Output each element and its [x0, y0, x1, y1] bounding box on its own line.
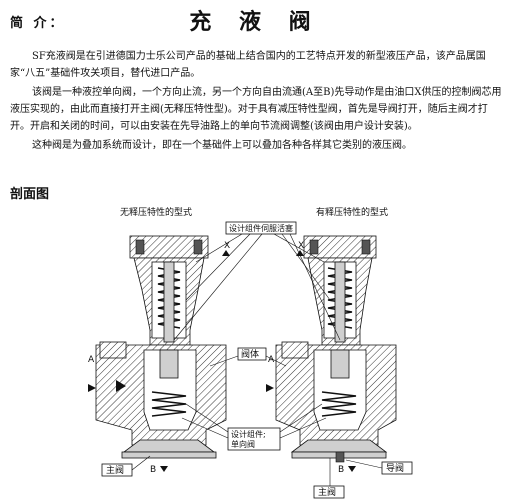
left-poppet-seat — [121, 451, 217, 459]
right-pilot-rod — [334, 261, 346, 343]
body-leader-left — [209, 355, 239, 367]
check-leader-4 — [279, 417, 327, 439]
right-valve-section — [275, 235, 397, 463]
valve-body-label-box — [237, 347, 267, 361]
right-type-title: 有释压特性的型式 — [316, 206, 388, 218]
right-check-guide — [330, 349, 350, 379]
body-leader-right — [265, 355, 287, 367]
paragraph-3: 这种阀是为叠加系统而设计，即在一个基础件上可以叠加各种各样其它类别的液压阀。 — [32, 140, 412, 151]
pilot-leader-4 — [273, 233, 325, 263]
right-inner-cavity — [313, 349, 367, 431]
left-port-b: B — [150, 465, 156, 475]
right-main-poppet — [290, 439, 388, 453]
pilot-leader-6 — [289, 233, 341, 341]
check-valve-label-1: 设计组件; — [231, 429, 266, 439]
check-leader-2 — [181, 417, 229, 439]
left-type-title: 无释压特性的型式 — [120, 206, 192, 218]
left-valve-section — [95, 235, 227, 459]
left-main-leader — [131, 455, 151, 471]
right-b-arrow — [348, 466, 356, 472]
left-check-guide — [159, 349, 179, 379]
pilot-piston-label-box — [225, 221, 297, 235]
right-bolt-2 — [361, 239, 371, 255]
left-pilot-rod — [163, 261, 175, 343]
section-title: 剖面图 — [10, 187, 50, 202]
left-main-poppet — [122, 439, 216, 453]
pilot-valve-leader — [345, 459, 383, 469]
left-port-a: A — [88, 355, 95, 365]
right-port-b: B — [338, 465, 344, 475]
intro-heading: 简 介： — [10, 16, 66, 31]
left-port-a-boss — [99, 341, 127, 359]
pilot-leader-1 — [195, 233, 243, 263]
right-port-a: A — [268, 355, 275, 365]
right-main-valve-label: 主阀 — [318, 486, 336, 498]
right-x-arrow — [296, 250, 304, 256]
intro-text: SF充液阀是在引进德国力士乐公司产品的基础上结合国内的工艺特点开发的新型液压产品… — [10, 48, 502, 156]
right-check-spring — [321, 391, 357, 417]
right-pilot-valve-pin — [335, 451, 345, 463]
right-port-boss — [281, 341, 309, 359]
left-port-x: X — [224, 241, 230, 251]
left-bolt-2 — [193, 239, 203, 255]
check-leader-3 — [279, 403, 323, 433]
right-a-inlet-arrow — [266, 384, 274, 392]
paragraph-1: SF充液阀是在引进德国力士乐公司产品的基础上结合国内的工艺特点开发的新型液压产品… — [10, 51, 486, 79]
paragraph-2: 该阀是一种液控单向阀，一个方向止流，另一个方向自由流通(A至B)先导动作是由油口… — [10, 87, 502, 132]
left-bolt-1 — [135, 239, 145, 255]
pilot-leader-5 — [281, 233, 331, 301]
page-title: 充 液 阀 — [189, 9, 321, 35]
left-inner-cavity — [143, 349, 197, 431]
valve-body-label: 阀体 — [241, 348, 259, 360]
check-leader-1 — [185, 403, 229, 433]
right-main-valve-box — [313, 485, 345, 499]
check-valve-label-box — [227, 427, 281, 451]
check-valve-label-2: 单向阀 — [231, 439, 255, 449]
left-main-valve-label: 主阀 — [106, 464, 124, 476]
pilot-piston-label: 设计组件伺服活塞 — [229, 223, 293, 233]
left-x-arrow — [222, 250, 230, 256]
pilot-valve-label: 导阀 — [386, 463, 404, 474]
left-b-arrow — [160, 466, 168, 472]
pilot-leader-2 — [185, 233, 251, 301]
right-bolt-1 — [309, 239, 319, 255]
right-port-x: X — [298, 241, 304, 251]
left-a-inlet-arrow — [88, 384, 96, 392]
left-flow-arrow-a — [116, 380, 126, 392]
pilot-leader-3 — [173, 233, 263, 341]
